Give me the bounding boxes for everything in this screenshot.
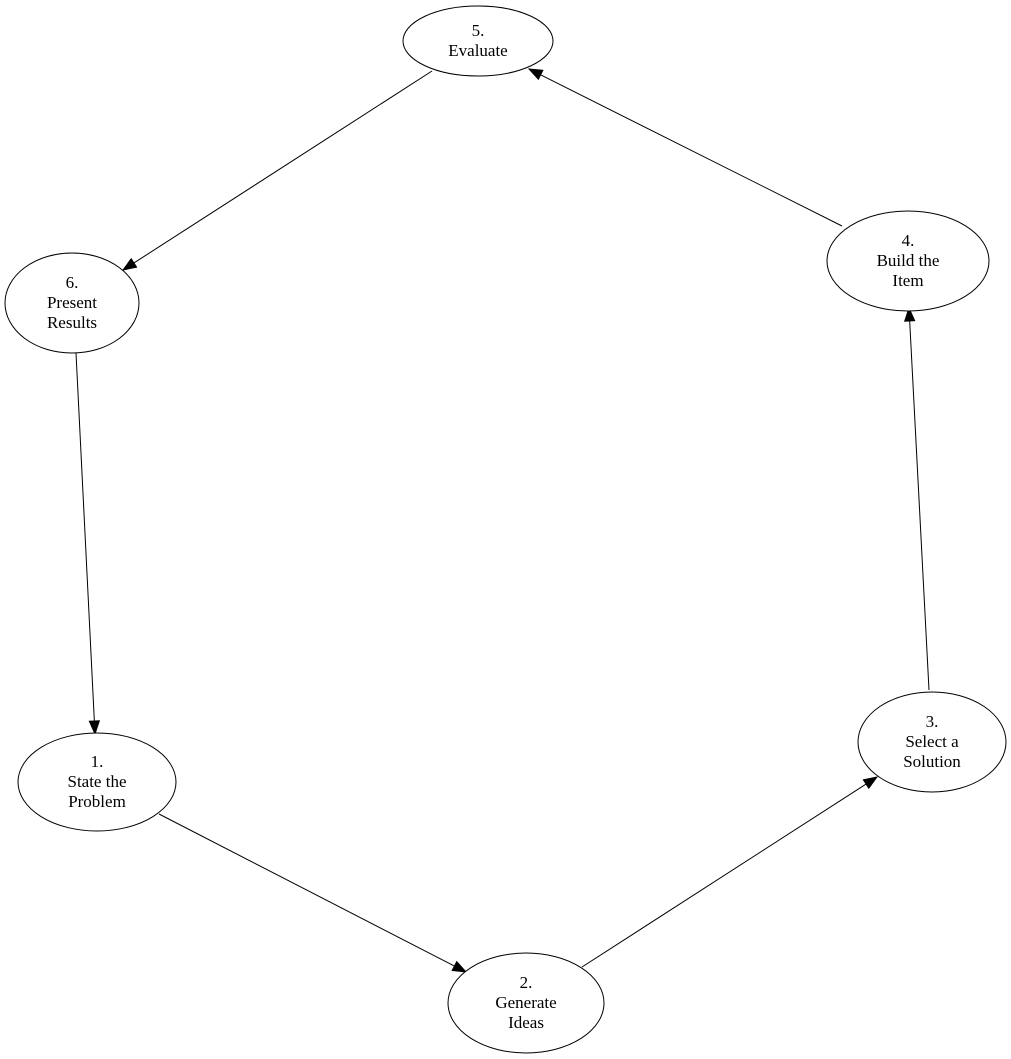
edge-line xyxy=(909,320,930,691)
node-ellipse xyxy=(4,252,140,354)
node-label-line: Ideas xyxy=(508,1013,544,1032)
edge-n6-to-n1 xyxy=(75,352,101,736)
node-label-line: 6. xyxy=(66,273,79,292)
node-ellipse xyxy=(857,691,1007,793)
arrowhead-icon xyxy=(862,776,879,790)
node-label-line: Select a xyxy=(905,732,959,751)
edge-n4-to-n5 xyxy=(527,68,843,227)
edge-line xyxy=(75,352,95,722)
edge-n2-to-n3 xyxy=(581,776,879,968)
edge-line xyxy=(581,783,867,968)
node-label-line: Solution xyxy=(903,752,961,771)
node-label-line: 3. xyxy=(926,712,939,731)
edge-line xyxy=(133,70,433,264)
edge-line xyxy=(158,813,455,967)
node-ellipse xyxy=(17,732,177,832)
arrowhead-icon xyxy=(88,720,101,736)
arrowhead-icon xyxy=(451,960,468,973)
node-label-line: State the xyxy=(67,772,126,791)
node-ellipse xyxy=(402,5,554,77)
arrowhead-icon xyxy=(121,257,138,271)
node-n5: 5.Evaluate xyxy=(402,5,554,77)
edge-n1-to-n2 xyxy=(158,813,468,973)
node-label-line: Evaluate xyxy=(448,41,507,60)
edges xyxy=(75,68,930,973)
node-label-line: Present xyxy=(47,293,97,312)
edge-n3-to-n4 xyxy=(903,306,930,691)
arrowhead-icon xyxy=(903,306,916,322)
node-label-line: Generate xyxy=(495,993,556,1012)
arrowhead-icon xyxy=(527,68,544,81)
node-label-line: Build the xyxy=(877,251,940,270)
node-label-line: 5. xyxy=(472,21,485,40)
node-label-line: 2. xyxy=(520,973,533,992)
node-label-line: 1. xyxy=(91,752,104,771)
node-label-line: 4. xyxy=(902,231,915,250)
node-label-line: Item xyxy=(892,271,923,290)
node-ellipse xyxy=(447,952,605,1054)
node-label-line: Results xyxy=(47,313,97,332)
node-ellipse xyxy=(826,210,990,312)
edge-n5-to-n6 xyxy=(121,70,433,271)
node-label-line: Problem xyxy=(68,792,126,811)
edge-line xyxy=(540,74,843,227)
